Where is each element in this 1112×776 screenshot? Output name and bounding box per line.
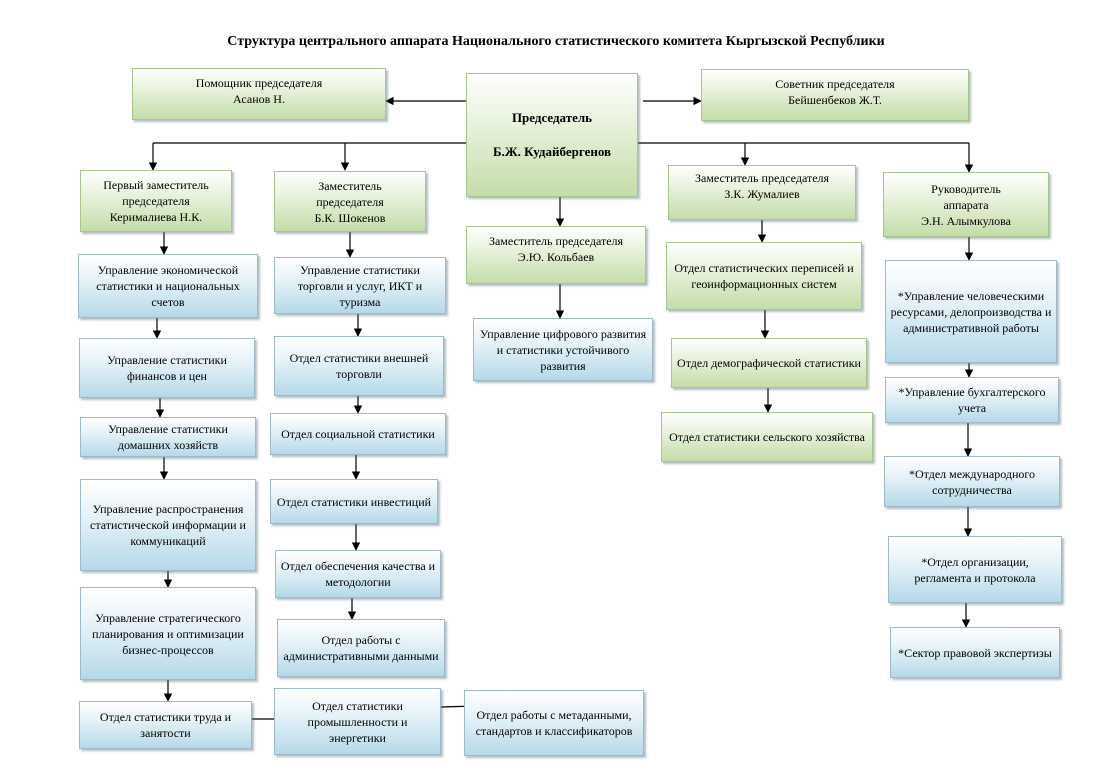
department-box: Отдел социальной статистики xyxy=(270,413,446,455)
department-box: Отдел статистики труда и занятости xyxy=(79,701,252,749)
assistant-box: Помощник председателя Асанов Н. xyxy=(132,68,386,120)
department-box: Отдел статистики сельского хозяйства xyxy=(661,412,873,462)
department-box: Отдел обеспечения качества и методологии xyxy=(275,550,441,598)
department-box: *Отдел международного сотрудничества xyxy=(884,456,1060,507)
department-box: Управление цифрового развития и статисти… xyxy=(473,318,653,381)
deputy-box: Заместитель председателя З.К. Жумалиев xyxy=(668,165,856,220)
advisor-box: Советник председателя Бейшенбеков Ж.Т. xyxy=(701,69,969,121)
department-box: Отдел демографической статистики xyxy=(671,338,867,388)
department-box: Управление распространения статистическо… xyxy=(80,479,256,571)
deputy-box: Руководитель аппарата Э.Н. Алымкулова xyxy=(883,172,1049,237)
department-box: Управление статистики домашних хозяйств xyxy=(80,417,256,457)
department-box: *Управление человеческими ресурсами, дел… xyxy=(885,260,1057,363)
deputy-box: Заместитель председателя Б.К. Шокенов xyxy=(274,171,426,232)
department-box: Отдел статистики промышленности и энерге… xyxy=(274,688,441,755)
department-box: Отдел статистики инвестиций xyxy=(270,479,438,524)
department-box: Отдел работы с административными данными xyxy=(277,619,445,677)
department-box: *Управление бухгалтерского учета xyxy=(885,377,1059,423)
chart-title: Структура центрального аппарата Национал… xyxy=(227,34,885,49)
department-box: Отдел статистики внешней торговли xyxy=(274,336,444,396)
department-box: Отдел работы с метаданными, стандартов и… xyxy=(464,690,644,756)
department-box: Управление стратегического планирования … xyxy=(80,587,256,680)
department-box: Управление статистики финансов и цен xyxy=(79,338,255,398)
department-box: *Сектор правовой экспертизы xyxy=(890,627,1060,678)
department-box: *Отдел организации, регламента и протоко… xyxy=(888,536,1062,603)
deputy-box: Первый заместитель председателя Керимали… xyxy=(80,170,232,232)
department-box: Отдел статистических переписей и геоинфо… xyxy=(666,242,862,310)
department-box: Управление экономической статистики и на… xyxy=(78,254,258,318)
chairman-box: Председатель Б.Ж. Кудайбергенов xyxy=(466,73,638,197)
department-box: Управление статистики торговли и услуг, … xyxy=(274,257,446,314)
deputy-box: Заместитель председателя Э.Ю. Кольбаев xyxy=(466,226,646,284)
